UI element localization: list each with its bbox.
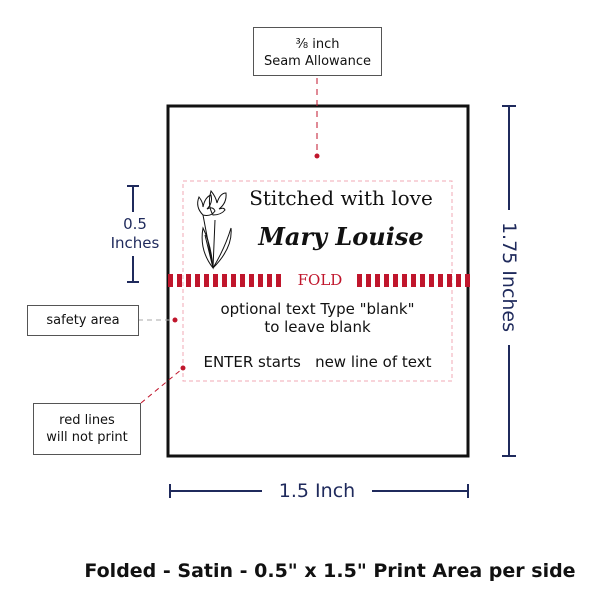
fold-bar	[438, 274, 443, 287]
seam-dot	[314, 153, 320, 159]
fold-bar	[222, 274, 227, 287]
fold-bar	[276, 274, 281, 287]
red-lines-line2: will not print	[46, 430, 128, 445]
red-lines-line1: red lines	[59, 413, 115, 428]
redlines-leader	[140, 368, 183, 404]
fold-bar	[366, 274, 371, 287]
safety-dot	[172, 317, 178, 323]
fold-stripe	[168, 274, 470, 287]
fold-bar	[375, 274, 380, 287]
fold-bar	[465, 274, 470, 287]
fold-bar	[357, 274, 362, 287]
seam-allowance-callout: ⅜ inch Seam Allowance	[253, 27, 382, 76]
label-name: Mary Louise	[258, 222, 424, 251]
fold-bar	[249, 274, 254, 287]
optional-line2: to leave blank	[264, 318, 371, 336]
fold-bar	[258, 274, 263, 287]
seam-callout-line2: Seam Allowance	[263, 54, 372, 69]
seam-callout-line1: ⅜ inch	[295, 37, 340, 52]
fold-bar	[384, 274, 389, 287]
small-height-unit: Inches	[110, 234, 160, 252]
dimension-small	[127, 185, 139, 283]
caption: Folded - Satin - 0.5" x 1.5" Print Area …	[84, 560, 576, 582]
safety-area-callout: safety area	[27, 305, 139, 336]
fold-bar	[447, 274, 452, 287]
fold-bar	[177, 274, 182, 287]
red-lines-callout: red lines will not print	[33, 403, 141, 455]
dimension-width	[169, 484, 469, 498]
fold-bar	[195, 274, 200, 287]
fold-bar	[231, 274, 236, 287]
fold-bar	[402, 274, 407, 287]
fold-bar	[267, 274, 272, 287]
fold-bar	[411, 274, 416, 287]
total-width-label: 1.5 Inch	[278, 480, 356, 502]
small-height-label: 0.5 Inches	[100, 215, 170, 253]
tulip-icon	[197, 189, 232, 270]
fold-bar	[240, 274, 245, 287]
fold-bar	[204, 274, 209, 287]
dimension-height	[502, 105, 516, 457]
fold-bar	[456, 274, 461, 287]
fold-bar	[186, 274, 191, 287]
safety-area-outline	[182, 180, 453, 382]
label-line1: Stitched with love	[249, 186, 433, 210]
fold-label: FOLD	[297, 271, 343, 289]
small-height-value: 0.5	[123, 215, 147, 233]
optional-text: optional text Type "blank" to leave blan…	[183, 300, 452, 336]
optional-line1: optional text Type "blank"	[220, 300, 415, 318]
redlines-dot	[180, 365, 186, 371]
fold-bar	[168, 274, 173, 287]
enter-text: ENTER starts new line of text	[203, 353, 432, 371]
fold-bar	[429, 274, 434, 287]
fold-bar	[420, 274, 425, 287]
fold-bar	[213, 274, 218, 287]
fold-bar	[393, 274, 398, 287]
total-height-label: 1.75 Inches	[498, 221, 520, 333]
